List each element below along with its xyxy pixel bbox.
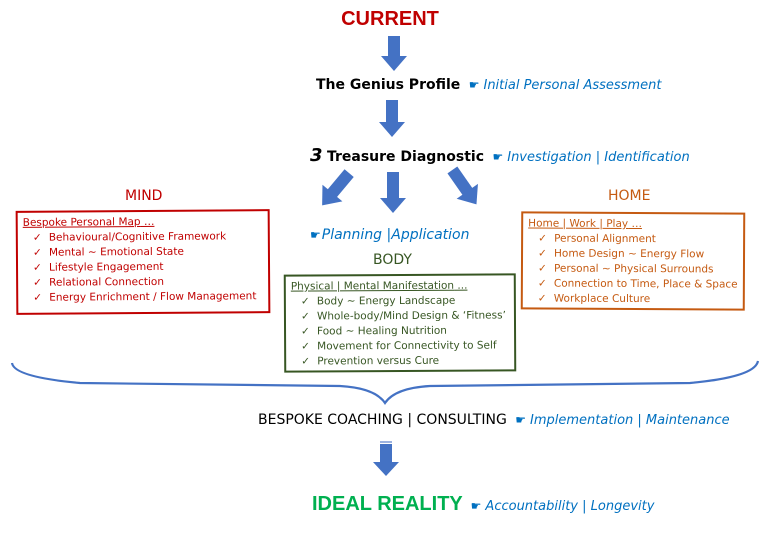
list-item: ✓Body ~ Energy Landscape: [300, 294, 456, 308]
list-item: ✓Relational Connection: [33, 275, 165, 289]
list-item: ✓Personal ~ Physical Surrounds: [537, 262, 714, 276]
check-icon: ✓: [537, 292, 547, 305]
list-item: ✓Behavioural/Cognitive Framework: [32, 230, 227, 244]
pointing-hand-icon: ☛: [492, 150, 504, 164]
list-item: ✓Movement for Connectivity to Self: [301, 339, 497, 353]
check-icon: ✓: [32, 261, 42, 274]
curly-brace-icon: [10, 360, 760, 405]
list-item: ✓Personal Alignment: [538, 232, 656, 246]
mind-list: ✓Behavioural/Cognitive Framework ✓Mental…: [23, 229, 261, 306]
treasure-number: 3: [310, 145, 323, 166]
arrow-down-icon: [380, 172, 406, 213]
home-list: ✓Personal Alignment ✓Home Design ~ Energ…: [528, 231, 738, 307]
arrow-down-icon: [379, 100, 405, 137]
list-item: ✓Whole-body/Mind Design & ‘Fitness’: [300, 309, 506, 323]
check-icon: ✓: [300, 295, 310, 308]
pointing-hand-icon: ☛: [470, 499, 482, 513]
arrow-down-icon: [381, 36, 407, 71]
check-icon: ✓: [537, 277, 547, 290]
arrow-down-left-icon: [322, 169, 354, 206]
check-icon: ✓: [32, 246, 42, 259]
pointing-hand-icon: ☛: [468, 78, 480, 92]
home-box: Home | Work | Play … ✓Personal Alignment…: [520, 211, 746, 311]
list-item: ✓Lifestyle Engagement: [32, 260, 164, 274]
check-icon: ✓: [300, 310, 310, 323]
list-item: ✓Connection to Time, Place & Space: [537, 277, 738, 291]
check-icon: ✓: [33, 276, 42, 289]
mind-box-heading: Bespoke Personal Map …: [22, 215, 155, 229]
coaching-note: Implementation | Maintenance: [530, 413, 730, 428]
genius-profile-stage: The Genius Profile ☛Initial Personal Ass…: [316, 77, 661, 93]
pointing-hand-icon: ☛: [515, 413, 527, 427]
ideal-reality-stage: IDEAL REALITY ☛Accountability | Longevit…: [312, 493, 654, 516]
genius-profile-note: Initial Personal Assessment: [483, 78, 662, 93]
list-item: ✓Energy Enrichment / Flow Management: [33, 290, 257, 304]
check-icon: ✓: [301, 340, 310, 353]
list-item: ✓Home Design ~ Energy Flow: [538, 247, 705, 261]
check-icon: ✓: [301, 325, 310, 338]
ideal-reality-title: IDEAL REALITY: [312, 493, 463, 515]
body-title: BODY: [373, 252, 412, 268]
arrow-down-right-icon: [447, 166, 478, 205]
arrow-down-icon: [373, 441, 399, 476]
body-box-heading: Physical | Mental Manifestation ...: [290, 279, 468, 293]
check-icon: ✓: [32, 231, 42, 244]
home-box-heading: Home | Work | Play …: [528, 217, 642, 231]
planning-application-note: ☛Planning |Application: [310, 227, 470, 243]
treasure-diagnostic-note: Investigation | Identification: [507, 150, 690, 165]
check-icon: ✓: [538, 247, 547, 260]
treasure-diagnostic-title: Treasure Diagnostic: [326, 149, 485, 165]
check-icon: ✓: [537, 262, 547, 275]
coaching-title: BESPOKE COACHING | CONSULTING: [258, 412, 507, 428]
mind-box: Bespoke Personal Map … ✓Behavioural/Cogn…: [15, 209, 271, 315]
ideal-reality-note: Accountability | Longevity: [485, 499, 655, 514]
list-item: ✓Mental ~ Emotional State: [32, 245, 184, 259]
home-title: HOME: [608, 188, 651, 204]
genius-profile-title: The Genius Profile: [316, 77, 461, 93]
coaching-stage: BESPOKE COACHING | CONSULTING ☛Implement…: [258, 412, 730, 428]
treasure-diagnostic-stage: 3 Treasure Diagnostic ☛Investigation | I…: [310, 145, 690, 166]
mind-title: MIND: [125, 188, 163, 204]
list-item: ✓Workplace Culture: [537, 292, 651, 306]
pointing-hand-icon: ☛: [310, 228, 321, 242]
current-label: CURRENT: [341, 8, 439, 30]
list-item: ✓Food ~ Healing Nutrition: [301, 324, 447, 338]
check-icon: ✓: [33, 291, 43, 304]
check-icon: ✓: [538, 232, 547, 245]
